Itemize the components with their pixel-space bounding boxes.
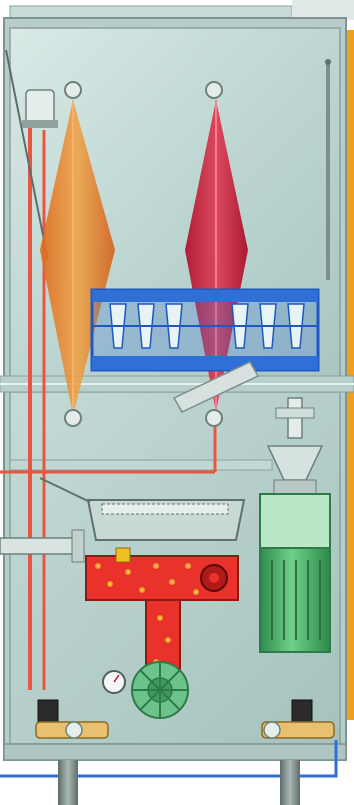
level-tube-cap bbox=[22, 120, 58, 128]
pump-motor bbox=[260, 494, 330, 652]
bubble bbox=[165, 637, 171, 643]
valve-fitting bbox=[264, 722, 280, 738]
bubble bbox=[169, 579, 175, 585]
valve-coil bbox=[38, 700, 58, 722]
circulation-pump bbox=[132, 662, 188, 718]
pump-column bbox=[268, 398, 322, 494]
bubble bbox=[95, 563, 101, 569]
bubble bbox=[153, 563, 159, 569]
side-rod-top bbox=[325, 59, 331, 65]
rack-bottom-rail bbox=[92, 356, 318, 370]
dish-rack bbox=[92, 290, 318, 370]
valve-coil bbox=[292, 700, 312, 722]
bubble bbox=[125, 569, 131, 575]
leg-right bbox=[280, 760, 300, 805]
filter-mesh bbox=[102, 504, 228, 514]
pump-coupling bbox=[274, 480, 316, 494]
wash-nozzle-bottom bbox=[206, 410, 222, 426]
lower-shelf bbox=[10, 460, 272, 470]
bubble bbox=[157, 615, 163, 621]
tank-inlet bbox=[116, 548, 130, 562]
bubble bbox=[107, 581, 113, 587]
level-tube bbox=[26, 90, 54, 124]
supply-flange bbox=[72, 530, 84, 562]
bubble bbox=[185, 563, 191, 569]
motor-top bbox=[260, 494, 330, 550]
pump-flange bbox=[276, 408, 314, 418]
rinse-nozzle-bottom bbox=[65, 410, 81, 426]
heating-element-core bbox=[209, 573, 219, 583]
pressure-gauge bbox=[103, 671, 125, 693]
leg-left bbox=[58, 760, 78, 805]
wash-nozzle-top bbox=[206, 82, 222, 98]
valve-fitting bbox=[66, 722, 82, 738]
top-frame bbox=[10, 6, 292, 18]
rinse-nozzle-top bbox=[65, 82, 81, 98]
base-plate bbox=[4, 744, 346, 760]
bubble bbox=[193, 589, 199, 595]
rack-top-rail bbox=[92, 290, 318, 302]
supply-line bbox=[0, 538, 78, 554]
bubble bbox=[139, 587, 145, 593]
